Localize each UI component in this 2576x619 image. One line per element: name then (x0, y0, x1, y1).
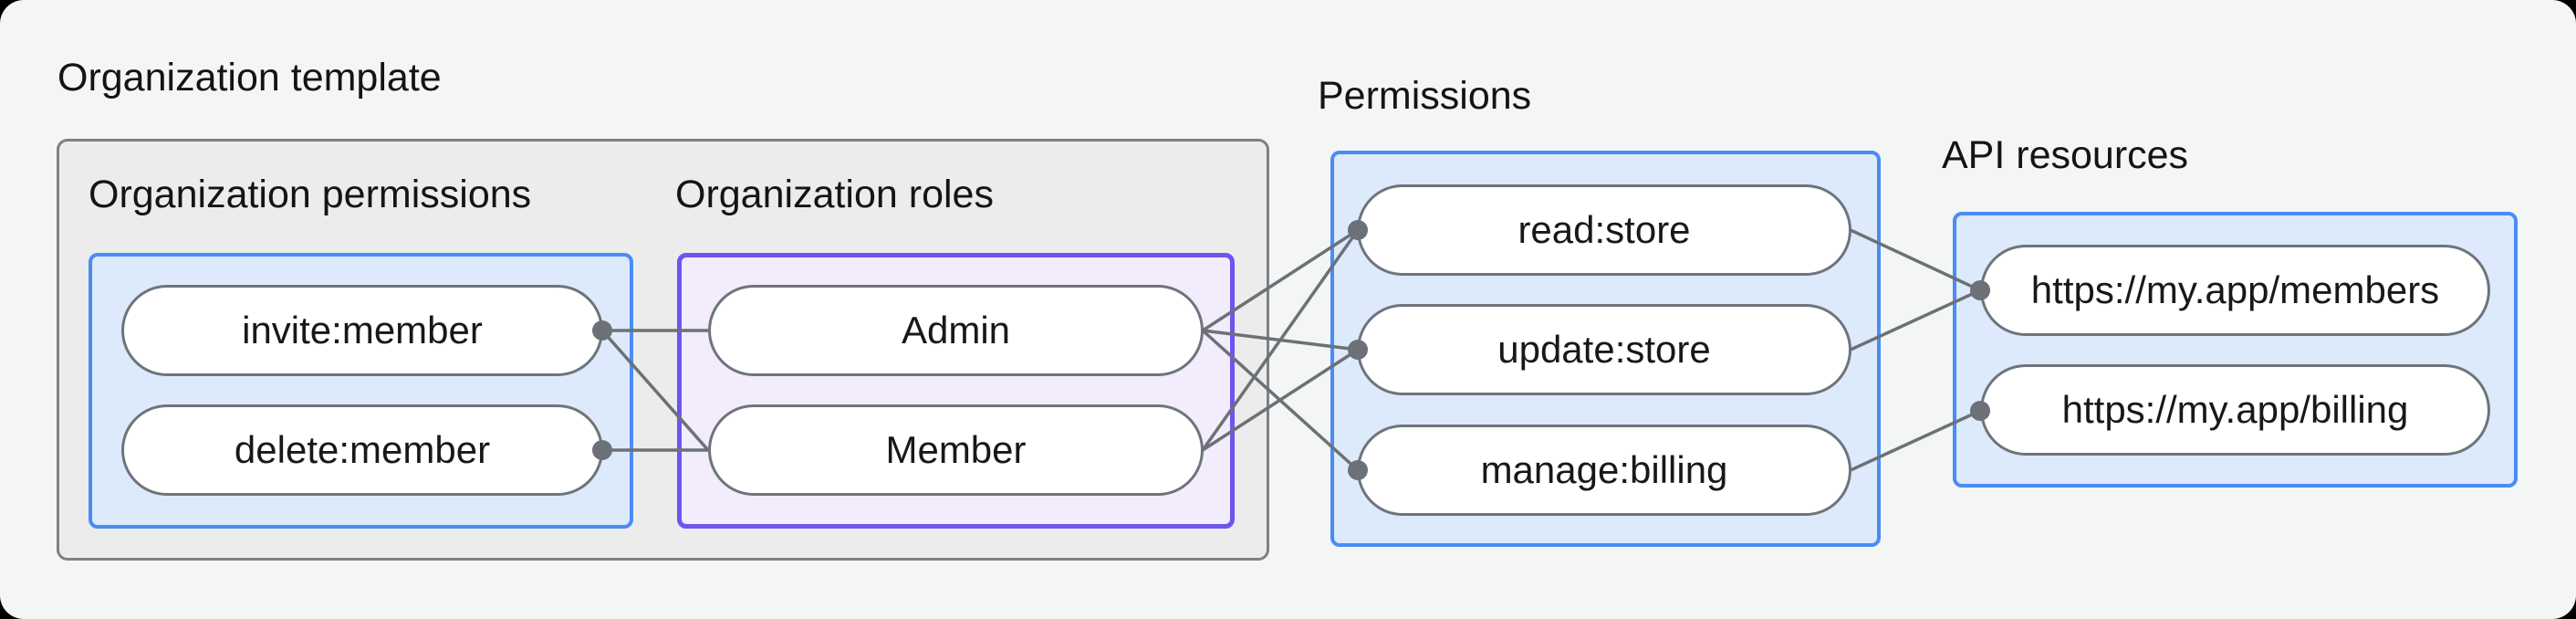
node-delete-member: delete:member (121, 404, 603, 496)
node-admin: Admin (708, 285, 1204, 376)
permissions-label: Permissions (1318, 74, 1532, 118)
node-manage-billing: manage:billing (1357, 425, 1851, 516)
node-read-store: read:store (1357, 184, 1851, 276)
node-update-store: update:store (1357, 304, 1851, 395)
organization-roles-label: Organization roles (675, 173, 994, 216)
node-api-billing: https://my.app/billing (1980, 364, 2490, 456)
organization-permissions-label: Organization permissions (89, 173, 532, 216)
node-api-members: https://my.app/members (1980, 245, 2490, 336)
node-member: Member (708, 404, 1204, 496)
node-invite-member: invite:member (121, 285, 603, 376)
api-resources-label: API resources (1942, 133, 2189, 177)
organization-template-label: Organization template (57, 56, 442, 100)
